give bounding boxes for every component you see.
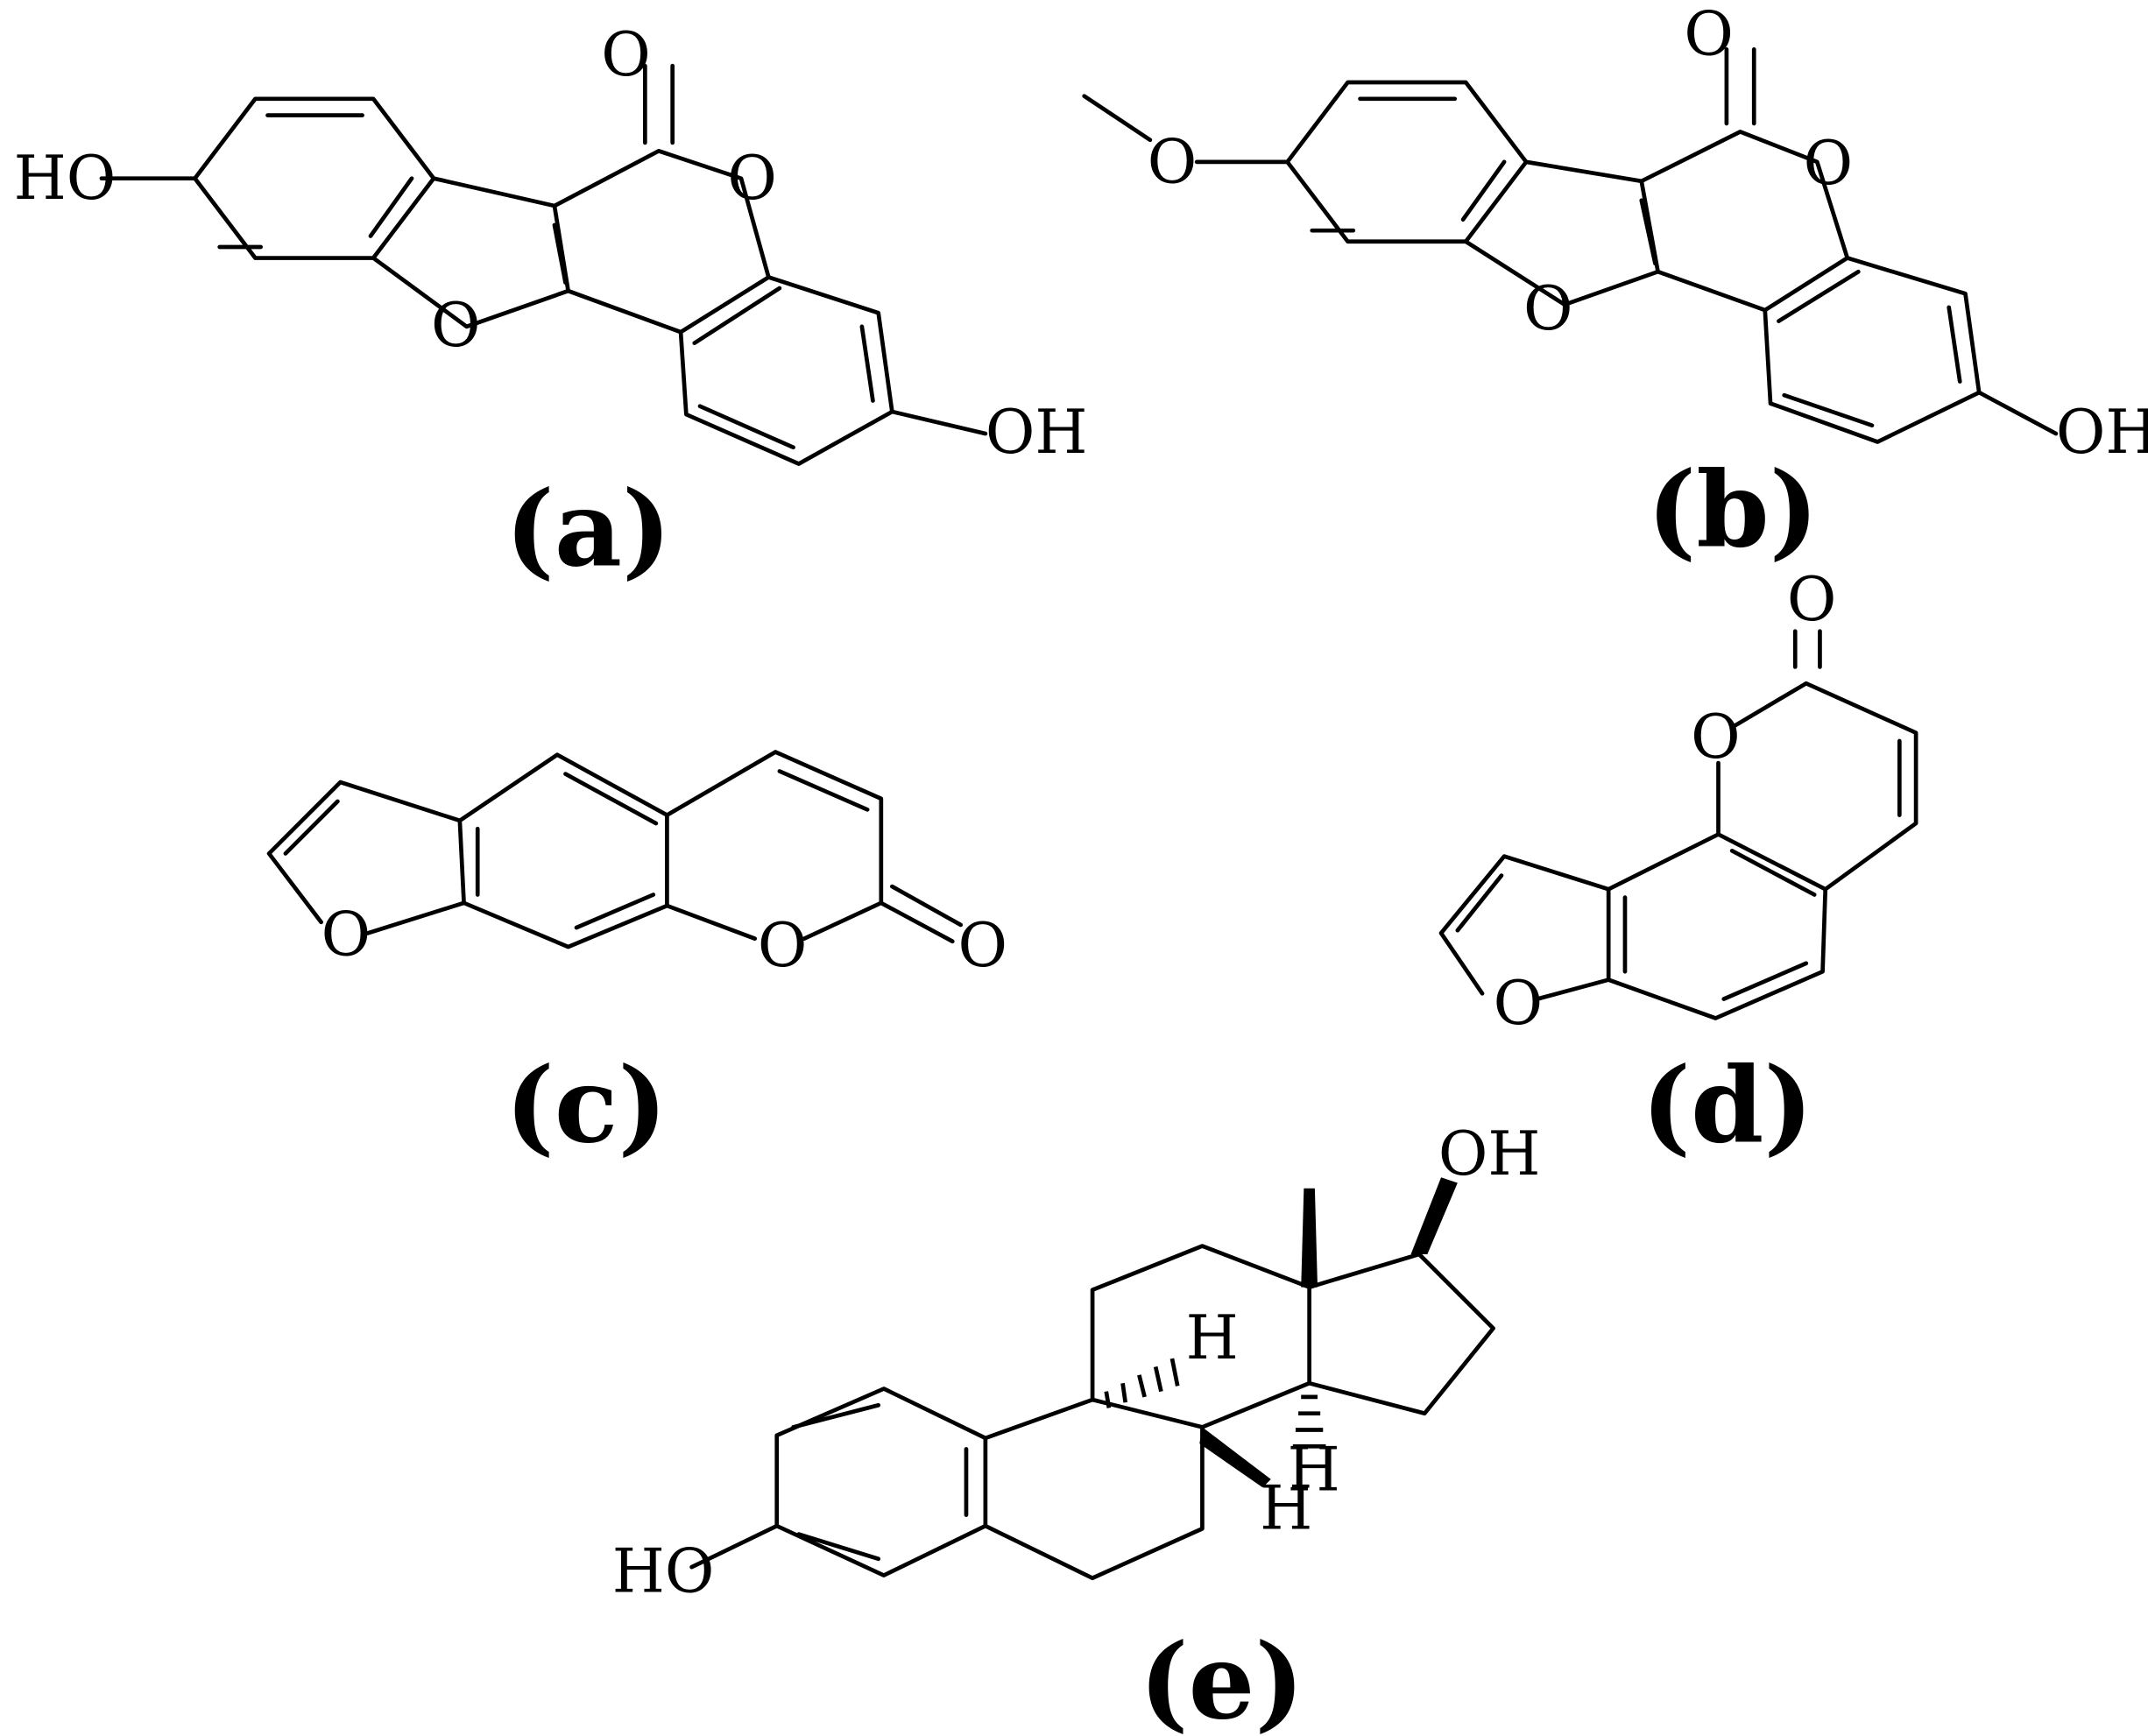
atom-oh-e: OH xyxy=(1438,1119,1541,1189)
structure-d-atoms: O O O xyxy=(1494,565,1837,1039)
atom-ring-o-d: O xyxy=(1691,702,1741,773)
atom-oh-b: OH xyxy=(2056,398,2148,468)
atom-h8-e: H xyxy=(1260,1473,1312,1543)
structure-d xyxy=(1438,629,1918,1020)
atom-ho-a: HO xyxy=(14,144,117,214)
atom-furan-o-b: O xyxy=(1523,274,1573,344)
panel-label-e: (e) xyxy=(1139,1621,1304,1736)
atom-ring-o-a: O xyxy=(727,144,777,214)
atom-furan-o-d: O xyxy=(1494,969,1544,1039)
atom-ho-e: HO xyxy=(612,1536,715,1606)
atom-carbonyl-o-d: O xyxy=(1787,565,1837,635)
structure-a xyxy=(99,63,988,466)
atom-carbonyl-o-c: O xyxy=(958,911,1008,981)
atom-ring-o-b: O xyxy=(1804,129,1854,199)
structure-c xyxy=(266,750,964,949)
atom-furan-o-a: O xyxy=(431,291,481,361)
structure-c-atoms: O O O xyxy=(321,900,1007,981)
atom-carbonyl-o-b: O xyxy=(1684,0,1734,70)
atom-h14-e: H xyxy=(1288,1435,1340,1505)
panel-label-b: (b) xyxy=(1647,449,1819,572)
atom-carbonyl-o-a: O xyxy=(601,20,651,90)
structure-e-stereo xyxy=(1104,1177,1458,1488)
structure-b-atoms: O O O O OH xyxy=(1148,0,2148,468)
atom-ring-o-c: O xyxy=(758,911,808,981)
atom-furan-o-c: O xyxy=(321,900,371,970)
panel-label-c: (c) xyxy=(505,1044,668,1167)
panel-label-a: (a) xyxy=(505,468,672,590)
atom-oh-a: OH xyxy=(986,398,1088,468)
atom-methoxy-o-b: O xyxy=(1148,127,1198,197)
panel-label-d: (d) xyxy=(1642,1044,1813,1167)
structure-e xyxy=(689,1244,1495,1581)
structure-a-atoms: HO O O O OH xyxy=(14,20,1088,468)
structure-e-atoms: OH H H H HO xyxy=(612,1119,1541,1606)
structure-b xyxy=(1082,47,2059,444)
atom-h9-e: H xyxy=(1186,1303,1239,1373)
